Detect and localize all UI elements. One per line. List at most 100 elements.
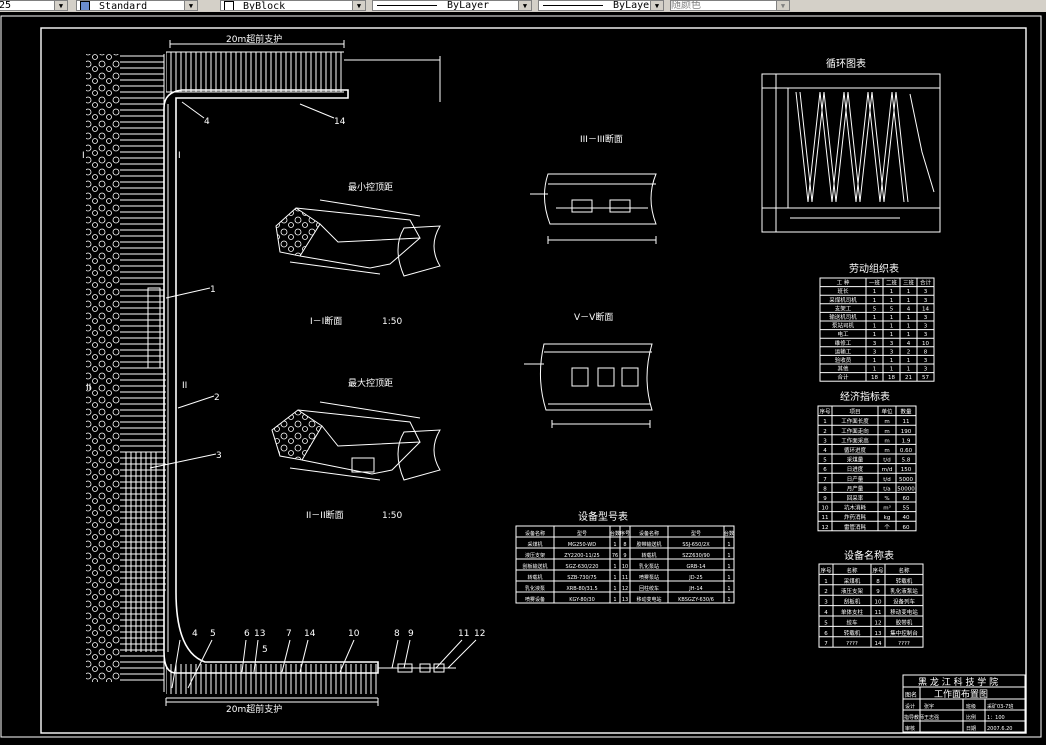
chevron-down-icon[interactable]: ▼ <box>776 1 789 10</box>
table-cell: 9 <box>823 496 827 502</box>
table-cell: SZB-730/75 <box>567 575 596 581</box>
svg-text:I: I <box>178 151 181 161</box>
table-cell: 12 <box>622 586 628 592</box>
table-cell: 18 <box>888 375 895 381</box>
table-cell: 1 <box>873 367 877 373</box>
table-cell: KGY-80/30 <box>569 597 595 603</box>
econ-table-title: 经济指标表 <box>840 390 890 403</box>
table-cell: 1 <box>873 298 877 304</box>
table-cell: 乳化液泵站 <box>890 587 918 595</box>
table-cell: GRB-14 <box>687 564 706 570</box>
top-support <box>166 40 441 102</box>
table-cell: 1 <box>907 298 911 304</box>
table-cell: 工作面长度 <box>841 417 869 425</box>
table-cell: 1 <box>907 367 911 373</box>
layer-dropdown[interactable]: 25 ▼ <box>0 0 68 11</box>
leader-lines <box>149 101 477 689</box>
chevron-down-icon[interactable]: ▼ <box>352 1 365 10</box>
table-cell: 1 <box>727 542 730 548</box>
table-cell: 5 <box>824 620 828 626</box>
table-cell: SGZ-630/220 <box>566 564 599 570</box>
table-cell: 运输工 <box>835 347 852 355</box>
table-header-cell: 序号 <box>820 566 832 574</box>
table-cell: 8 <box>623 542 626 548</box>
table-header-cell: 型号 <box>691 530 701 537</box>
table-cell: SZZ630/90 <box>682 553 710 559</box>
section-5-title: V－V断面 <box>574 311 613 323</box>
table-cell: 60 <box>903 525 910 531</box>
table-cell: 13 <box>622 597 628 603</box>
table-cell: t/d <box>883 477 891 483</box>
chevron-down-icon[interactable]: ▼ <box>518 1 531 10</box>
table-cell: 1 <box>890 332 894 338</box>
table-cell: m <box>884 438 889 444</box>
table-cell: 回采率 <box>847 494 864 502</box>
table-cell: 采煤机司机 <box>829 296 857 304</box>
table-header-cell: 工 种 <box>837 279 850 287</box>
table-cell: 9 <box>623 553 626 559</box>
school-name: 黑 龙 江 科 技 学 院 <box>918 676 998 688</box>
svg-text:13: 13 <box>254 629 265 639</box>
svg-text:10: 10 <box>348 629 360 639</box>
table-cell: 9 <box>876 589 880 595</box>
table-cell: 月产量 <box>847 484 864 492</box>
cad-drawing[interactable]: 20m超前支护 20m超前支护 4 14 1 2 3 <box>0 12 1046 741</box>
section-1-drawing <box>275 199 441 277</box>
table-cell: 11 <box>875 610 882 616</box>
table-header-cell: 名称 <box>898 566 910 574</box>
table-header-cell: 设备名称 <box>639 530 659 537</box>
table-cell: 循环进度 <box>844 446 867 454</box>
title-block-fields: 设计 张宇 班级 采矿03-7班 指导教师 王志强 比例 1：100 审核 日期… <box>904 703 1013 732</box>
table-cell: 1 <box>613 597 616 603</box>
table-cell: 1 <box>890 324 894 330</box>
table-cell: 喷雾设备 <box>525 596 545 603</box>
table-cell: 2 <box>907 349 911 355</box>
table-cell: 1 <box>907 332 911 338</box>
bottom-support <box>165 663 456 706</box>
table-cell: 1 <box>890 289 894 295</box>
svg-text:比例: 比例 <box>966 714 976 721</box>
table-cell: 1 <box>727 564 730 570</box>
table-cell: XRB-80/31.5 <box>566 586 597 592</box>
svg-text:1：100: 1：100 <box>987 715 1005 721</box>
chevron-down-icon[interactable]: ▼ <box>650 1 663 10</box>
chevron-down-icon[interactable]: ▼ <box>54 1 67 10</box>
chevron-down-icon[interactable]: ▼ <box>184 1 197 10</box>
table-cell: 190 <box>901 429 912 435</box>
table-cell: 炸药消耗 <box>844 513 867 521</box>
lineweight-dropdown[interactable]: ByLayer ▼ <box>538 0 664 11</box>
table-cell: 1 <box>907 315 911 321</box>
table-cell: 胶带输送机 <box>636 541 661 548</box>
table-cell: % <box>884 496 889 502</box>
table-cell: 6 <box>824 631 828 637</box>
drawing-canvas[interactable]: 20m超前支护 20m超前支护 4 14 1 2 3 <box>0 12 1046 741</box>
table-cell: 集中控制台 <box>890 629 918 637</box>
text-style-dropdown[interactable]: Standard ▼ <box>76 0 198 11</box>
svg-text:班级: 班级 <box>966 703 976 710</box>
linetype-dropdown[interactable]: ByLayer ▼ <box>372 0 532 11</box>
color-value: ByBlock <box>243 1 286 11</box>
table-cell: 泵站司机 <box>832 322 855 330</box>
table-cell: MG250-WD <box>568 542 596 548</box>
svg-text:14: 14 <box>304 629 316 639</box>
table-cell: 胶带机 <box>896 618 913 626</box>
color-dropdown[interactable]: ByBlock ▼ <box>220 0 366 11</box>
table-cell: 工作面走向 <box>841 427 869 435</box>
table-cell: 采煤机 <box>844 577 861 585</box>
table-cell: 坑木消耗 <box>844 504 867 512</box>
table-cell: 转载机 <box>844 629 861 637</box>
table-cell: 1 <box>890 358 894 364</box>
table-cell: 维修工 <box>835 339 852 347</box>
title-block <box>902 674 1026 733</box>
equip-model-title: 设备型号表 <box>578 510 628 523</box>
table-cell: 1 <box>873 315 877 321</box>
svg-text:4: 4 <box>204 117 210 127</box>
table-cell: 13 <box>875 631 882 637</box>
plotstyle-dropdown[interactable]: 随颜色 ▼ <box>670 0 790 11</box>
table-cell: 150 <box>901 467 912 473</box>
table-cell: ZY2200-11/25 <box>564 553 599 559</box>
max-distance-title: 最大控顶距 <box>348 377 393 389</box>
title-row1-label: 图名 <box>905 691 917 699</box>
table-header-cell: 单位 <box>881 408 893 416</box>
